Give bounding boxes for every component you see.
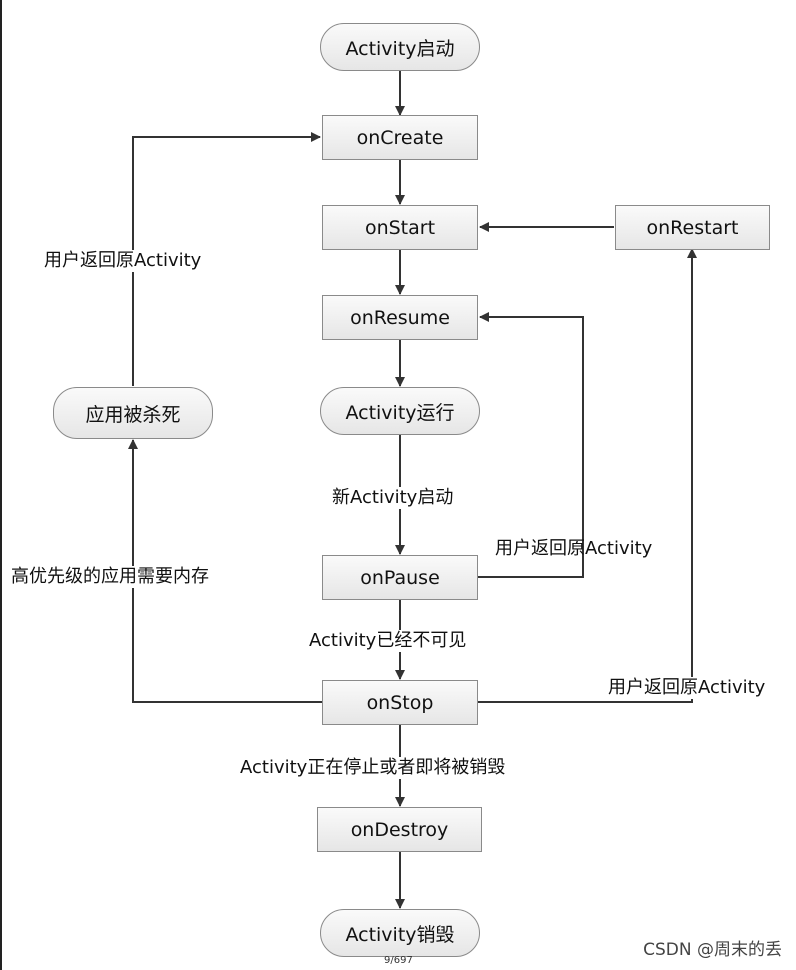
on-pause-node: onPause xyxy=(322,555,478,600)
on-create-node: onCreate xyxy=(322,115,478,160)
label-return-to-resume: 用户返回原Activity xyxy=(495,538,653,559)
on-destroy-node: onDestroy xyxy=(317,807,482,852)
label-higher-priority-app: 高优先级的应用需要内存 xyxy=(9,566,211,588)
label-new-activity-started: 新Activity启动 xyxy=(330,487,456,509)
edge-pause-to-resume xyxy=(478,312,584,578)
activity-destroyed-node: Activity销毁 xyxy=(320,909,480,957)
page-left-border xyxy=(0,0,2,970)
edge-stop-to-killed xyxy=(128,439,322,703)
label-return-to-restart: 用户返回原Activity xyxy=(606,677,768,699)
page-number: 9/697 xyxy=(384,955,413,966)
watermark: CSDN @周末的丢 xyxy=(643,940,782,960)
app-killed-node: 应用被杀死 xyxy=(53,387,213,439)
on-restart-node: onRestart xyxy=(615,205,770,250)
activity-running-node: Activity运行 xyxy=(320,387,480,435)
label-stopping-or-destroyed: Activity正在停止或者即将被销毁 xyxy=(238,757,508,779)
on-resume-node: onResume xyxy=(322,295,478,340)
on-stop-node: onStop xyxy=(322,680,478,725)
on-start-node: onStart xyxy=(322,205,478,250)
label-return-to-create: 用户返回原Activity xyxy=(42,250,204,272)
label-activity-invisible: Activity已经不可见 xyxy=(307,630,469,652)
activity-start-node: Activity启动 xyxy=(320,23,480,71)
edge-stop-to-restart xyxy=(478,248,697,703)
edge-killed-to-create xyxy=(132,132,321,386)
